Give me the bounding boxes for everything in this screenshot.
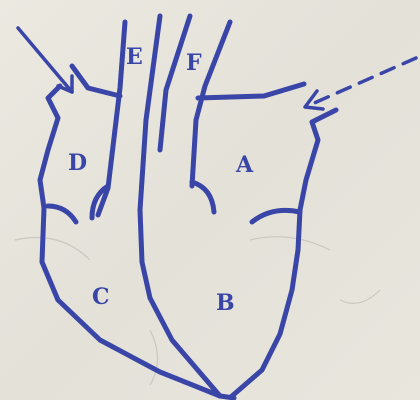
chamber-a-walls — [192, 84, 336, 222]
chamber-a-outer-wall — [300, 110, 336, 210]
dashed-arrow — [305, 58, 416, 109]
vessel-f-left-wall — [160, 16, 190, 150]
solid-arrow — [18, 28, 72, 92]
faint-curve — [15, 238, 90, 261]
chamber-d-top-lip — [72, 66, 120, 96]
chamber-d-outer-wall — [40, 86, 60, 208]
apex — [220, 396, 234, 398]
dashed-arrow-shaft — [312, 58, 416, 104]
labels: E F D A C B — [68, 44, 254, 316]
valve-d-c — [48, 206, 76, 222]
label-b: B — [216, 290, 235, 316]
label-c: C — [92, 284, 110, 310]
chamber-a-top-lip — [198, 84, 304, 98]
solid-arrow-shaft — [18, 28, 72, 92]
vessel-f — [160, 16, 230, 186]
label-a: A — [235, 152, 254, 178]
faint-curve — [250, 237, 330, 250]
valve-a-b — [252, 210, 300, 222]
label-d: D — [68, 150, 87, 176]
vessel-e-left-wall — [98, 22, 125, 215]
vessel-e — [98, 16, 220, 396]
vessel-f-right-wall — [192, 22, 230, 186]
label-e: E — [126, 44, 143, 70]
chamber-d-walls — [40, 66, 120, 222]
faint-curve — [340, 290, 380, 303]
label-f: F — [186, 50, 202, 76]
faint-curve — [150, 330, 158, 385]
chamber-a-inner-valve — [192, 182, 214, 212]
